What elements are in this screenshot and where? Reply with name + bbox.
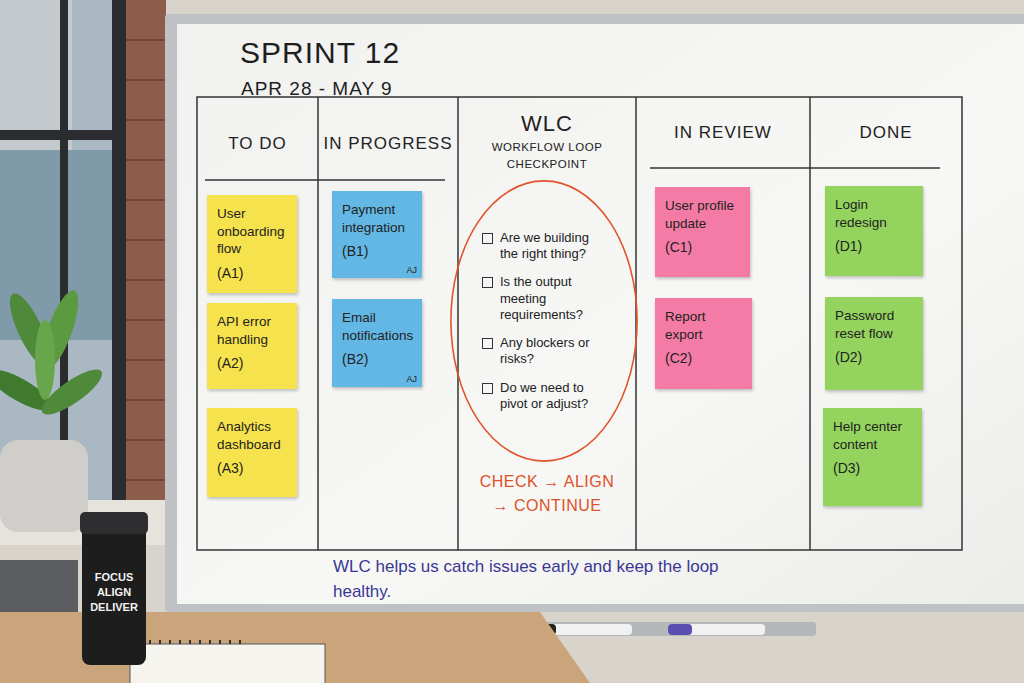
leaf bbox=[35, 320, 55, 400]
owner-initials: AJ bbox=[406, 374, 417, 384]
column-header: TO DO bbox=[197, 134, 318, 154]
flow-note: CHECK → ALIGN → CONTINUE bbox=[472, 470, 622, 518]
task-title: User onboarding flow bbox=[217, 205, 289, 258]
mug bbox=[82, 515, 146, 665]
task-title: API error handling bbox=[217, 313, 289, 348]
checkbox bbox=[482, 277, 493, 288]
header-line bbox=[650, 167, 940, 169]
task-id: (D1) bbox=[835, 238, 915, 254]
window-mullion bbox=[0, 130, 126, 140]
task-title: User profile update bbox=[665, 197, 742, 232]
sticky-note: Help center content (D3) bbox=[823, 408, 922, 506]
column-header: WLC bbox=[458, 111, 636, 137]
task-title: Help center content bbox=[833, 418, 914, 453]
sticky-note: API error handling (A2) bbox=[207, 303, 297, 389]
whiteboard bbox=[177, 24, 1024, 604]
column-line bbox=[809, 97, 811, 550]
brick-joints bbox=[126, 40, 166, 480]
checklist-question: Is the output meeting requirements? bbox=[500, 274, 606, 323]
owner-initials: AJ bbox=[406, 265, 417, 275]
task-title: Analytics dashboard bbox=[217, 418, 289, 453]
grid-outline bbox=[197, 97, 962, 550]
mug-print: FOCUS ALIGN DELIVER bbox=[84, 570, 144, 615]
board-frame bbox=[165, 14, 1024, 612]
task-id: (C1) bbox=[665, 239, 742, 255]
sticky-note: Analytics dashboard (A3) bbox=[207, 408, 297, 497]
header-line bbox=[205, 179, 445, 181]
task-title: Login redesign bbox=[835, 196, 915, 231]
task-id: (A3) bbox=[217, 460, 289, 476]
task-id: (D2) bbox=[835, 349, 915, 365]
checklist-question: Do we need to pivot or adjust? bbox=[500, 380, 606, 413]
sticky-note: Password reset flow (D2) bbox=[825, 297, 923, 390]
window-frame bbox=[112, 0, 126, 505]
column-subtitle: WORKFLOW LOOP CHECKPOINT bbox=[487, 139, 607, 172]
checklist-item: Any blockers or risks? bbox=[482, 335, 606, 368]
sticky-note: Payment integration (B1) AJ bbox=[332, 191, 422, 278]
marker-cap bbox=[668, 624, 692, 635]
task-title: Email notifications bbox=[342, 309, 414, 344]
column-header: IN REVIEW bbox=[636, 123, 810, 143]
mug-lid bbox=[80, 512, 148, 534]
sticky-note: Email notifications (B2) AJ bbox=[332, 299, 422, 387]
sticky-note: User profile update (C1) bbox=[655, 187, 750, 277]
column-header: IN PROGRESS bbox=[318, 134, 458, 154]
plant-pot bbox=[0, 440, 88, 532]
task-id: (A1) bbox=[217, 265, 289, 281]
potted-plant bbox=[0, 286, 108, 532]
board-title: SPRINT 12 bbox=[240, 36, 400, 70]
task-title: Payment integration bbox=[342, 201, 414, 236]
task-title: Report export bbox=[665, 308, 744, 343]
notebook bbox=[130, 644, 325, 683]
task-title: Password reset flow bbox=[835, 307, 915, 342]
checklist-item: Do we need to pivot or adjust? bbox=[482, 380, 606, 413]
checkpoint-column: WLCWORKFLOW LOOP CHECKPOINT CHECK → ALIGN… bbox=[458, 97, 636, 550]
checklist-question: Are we building the right thing? bbox=[500, 230, 606, 263]
brick-wall bbox=[126, 0, 166, 500]
board-grid bbox=[197, 97, 962, 550]
notebook-spiral bbox=[140, 640, 240, 644]
checklist-item: Is the output meeting requirements? bbox=[482, 274, 606, 323]
sticky-note: Report export (C2) bbox=[655, 298, 752, 389]
task-id: (D3) bbox=[833, 460, 914, 476]
task-id: (A2) bbox=[217, 355, 289, 371]
column-line bbox=[317, 97, 319, 550]
window-view bbox=[0, 0, 126, 505]
checklist-question: Any blockers or risks? bbox=[500, 335, 606, 368]
column-header: DONE bbox=[810, 123, 962, 143]
kanban-column: IN PROGRESSPayment integration(B1)AJEmai… bbox=[318, 97, 458, 550]
checklist-item: Are we building the right thing? bbox=[482, 230, 606, 263]
task-id: (C2) bbox=[665, 350, 744, 366]
checkbox bbox=[482, 338, 493, 349]
task-id: (B1) bbox=[342, 243, 414, 259]
checklist-oval: Are we building the right thing? Is the o… bbox=[449, 178, 639, 464]
sticky-note: User onboarding flow (A1) bbox=[207, 195, 297, 293]
checklist: Are we building the right thing? Is the o… bbox=[482, 230, 606, 412]
sticky-note: Login redesign (D1) bbox=[825, 186, 923, 276]
column-line bbox=[457, 97, 459, 550]
sprint-dates: APR 28 - MAY 9 bbox=[241, 78, 393, 100]
window-mullion bbox=[60, 0, 68, 505]
marker bbox=[668, 624, 765, 635]
task-id: (B2) bbox=[342, 351, 414, 367]
board-note: WLC helps us catch issues early and keep… bbox=[333, 555, 733, 604]
checkbox bbox=[482, 383, 493, 394]
checkbox bbox=[482, 233, 493, 244]
kanban-column: TO DO User onboarding flow (A1) API error h… bbox=[197, 97, 318, 550]
kanban-column: IN REVIEW User profile update (C1) Report e… bbox=[636, 97, 810, 550]
kanban-column: DONE Login redesign (D1) Password reset flo… bbox=[810, 97, 962, 550]
oval-outline bbox=[451, 181, 637, 461]
